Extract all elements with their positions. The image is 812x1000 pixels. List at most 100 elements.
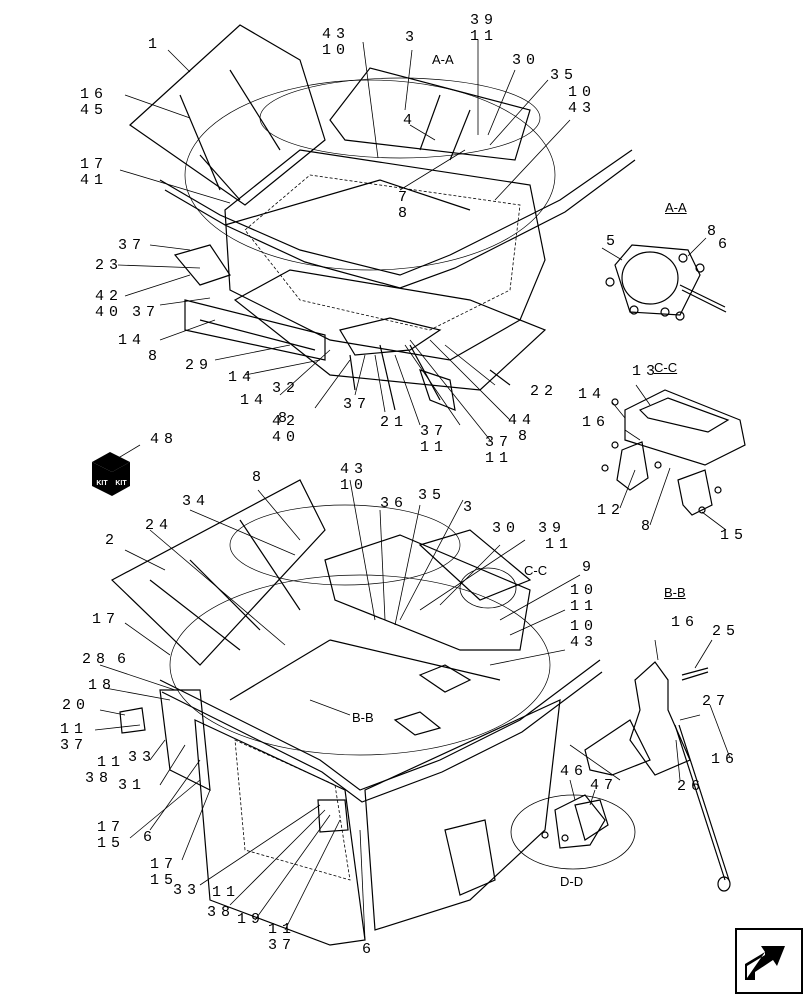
callout-11: 11: [60, 721, 89, 738]
callout-8: 8: [398, 205, 413, 222]
callout-38: 38: [207, 904, 236, 921]
callout-41: 41: [80, 172, 109, 189]
callout-14: 14: [578, 386, 607, 403]
callout-33: 33: [128, 749, 157, 766]
callout-45: 45: [80, 102, 109, 119]
callout-22: 22: [530, 383, 559, 400]
arrow-next-icon: [745, 946, 785, 980]
detail-c-c: [601, 389, 746, 516]
top-assembly: [129, 24, 636, 411]
callout-16: 16: [711, 751, 740, 768]
callout-15: 15: [150, 872, 179, 889]
callout-8: 8: [278, 410, 293, 427]
callout-43: 43: [568, 100, 597, 117]
callout-38: 38: [85, 770, 114, 787]
callout-39: 39: [538, 520, 567, 537]
callout-11: 11: [268, 921, 297, 938]
callout-8: 8: [641, 518, 656, 535]
callout-23: 23: [95, 257, 124, 274]
callout-30: 30: [512, 52, 541, 69]
callout-11: 11: [420, 439, 449, 456]
callout-37: 37: [118, 237, 147, 254]
callout-11: 11: [97, 754, 126, 771]
callout-15: 15: [720, 527, 749, 544]
next-page-button[interactable]: [735, 928, 803, 994]
callout-20: 20: [62, 697, 91, 714]
section-detail-b-b: B-B: [664, 585, 686, 600]
callout-35: 35: [418, 487, 447, 504]
callout-15: 15: [97, 835, 126, 852]
callout-11: 11: [570, 598, 599, 615]
callout-11: 11: [470, 28, 499, 45]
kit-text-left: KIT: [96, 480, 108, 487]
callout-47: 47: [590, 777, 619, 794]
callout-8: 8: [518, 428, 533, 445]
callout-46: 46: [560, 763, 589, 780]
callout-26: 26: [677, 778, 706, 795]
callout-9: 9: [582, 559, 597, 576]
section-callout-b-b: B-B: [352, 710, 374, 725]
callout-35: 35: [550, 67, 579, 84]
callout-11: 11: [485, 450, 514, 467]
callout-8: 8: [707, 223, 722, 240]
section-callout-a-a: A-A: [432, 52, 454, 67]
callout-25: 25: [712, 623, 741, 640]
callout-16: 16: [582, 414, 611, 431]
section-detail-c-c: C-C: [654, 360, 678, 375]
callout-19: 19: [237, 911, 266, 928]
callout-33: 33: [173, 882, 202, 899]
callout-4: 4: [403, 112, 418, 129]
callout-17: 17: [97, 819, 126, 836]
callout-3: 3: [405, 29, 420, 46]
section-detail-a-a: A-A: [665, 200, 687, 215]
callout-6: 6: [718, 236, 733, 253]
callout-13: 13: [632, 363, 661, 380]
callout-24: 24: [145, 517, 174, 534]
callout-11: 11: [545, 536, 574, 553]
detail-d-d: [510, 794, 636, 870]
callout-28: 28: [82, 651, 111, 668]
callout-6: 6: [143, 829, 158, 846]
leader-lines: [94, 40, 731, 941]
callout-27: 27: [702, 693, 731, 710]
callout-37: 37: [268, 937, 297, 954]
callout-44: 44: [508, 412, 537, 429]
callout-10: 10: [340, 477, 369, 494]
callout-14: 14: [118, 332, 147, 349]
callout-18: 18: [88, 677, 117, 694]
callout-40: 40: [95, 304, 124, 321]
callout-32: 32: [272, 380, 301, 397]
callout-6: 6: [117, 651, 132, 668]
callout-16: 16: [671, 614, 700, 631]
section-callout-c-c: C-C: [524, 563, 548, 578]
callout-1: 1: [148, 36, 163, 53]
kit-text-right: KIT: [115, 480, 127, 487]
callout-8: 8: [148, 348, 163, 365]
callout-37: 37: [60, 737, 89, 754]
callout-8: 8: [252, 469, 267, 486]
callout-5: 5: [606, 233, 621, 250]
callout-37: 37: [485, 434, 514, 451]
bottom-assembly: [110, 479, 603, 946]
callout-21: 21: [380, 414, 409, 431]
callout-7: 7: [398, 189, 413, 206]
callout-10: 10: [322, 42, 351, 59]
callout-43: 43: [340, 461, 369, 478]
detail-b-b: [569, 661, 731, 892]
callout-12: 12: [597, 502, 626, 519]
callout-42: 42: [272, 413, 301, 430]
detail-a-a: [605, 244, 727, 321]
callout-16: 16: [80, 86, 109, 103]
callout-48: 48: [150, 431, 179, 448]
section-detail-d-d: D-D: [560, 874, 584, 889]
callout-36: 36: [380, 495, 409, 512]
callout-14: 14: [240, 392, 269, 409]
callout-17: 17: [150, 856, 179, 873]
callout-43: 43: [570, 634, 599, 651]
callout-42: 42: [95, 288, 124, 305]
callout-3: 3: [463, 499, 478, 516]
callout-6: 6: [362, 941, 377, 958]
callout-10: 10: [570, 582, 599, 599]
callout-17: 17: [80, 156, 109, 173]
